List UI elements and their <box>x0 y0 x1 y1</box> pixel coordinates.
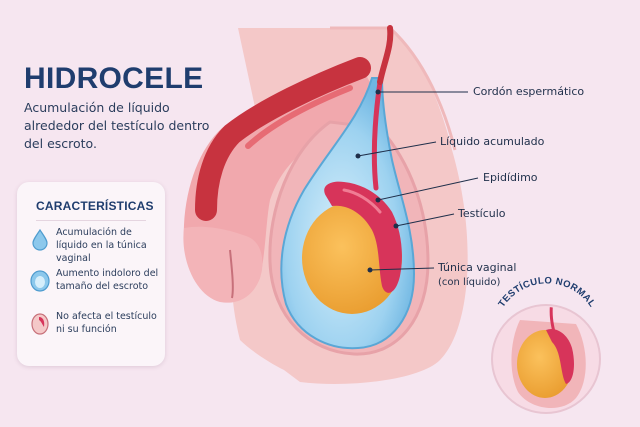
label-spermatic-cord: Cordón espermático <box>473 85 584 99</box>
feature-text: No afecta el testículo ni su función <box>56 310 164 336</box>
features-card: CARACTERÍSTICAS Acumulación de líquido e… <box>17 182 165 366</box>
label-epididymis: Epidídimo <box>483 171 538 185</box>
label-fluid: Líquido acumulado <box>440 135 544 149</box>
label-testicle: Testículo <box>458 207 506 221</box>
label-tunica-note: (con líquido) <box>438 276 500 290</box>
page-title: HIDROCELE <box>24 62 203 96</box>
features-heading: CARACTERÍSTICAS <box>36 199 154 213</box>
feature-text: Acumulación de líquido en la túnica vagi… <box>56 226 164 265</box>
label-tunica: Túnica vaginal <box>438 261 516 275</box>
feature-text: Aumento indoloro del tamaño del escroto <box>56 267 164 293</box>
normal-testicle-inset <box>492 300 600 413</box>
testicle-icon <box>29 311 51 335</box>
swelling-icon <box>29 268 51 292</box>
features-divider <box>36 220 146 221</box>
droplet-icon <box>29 227 51 251</box>
page-subtitle: Acumulación de líquido alrededor del tes… <box>24 99 214 153</box>
